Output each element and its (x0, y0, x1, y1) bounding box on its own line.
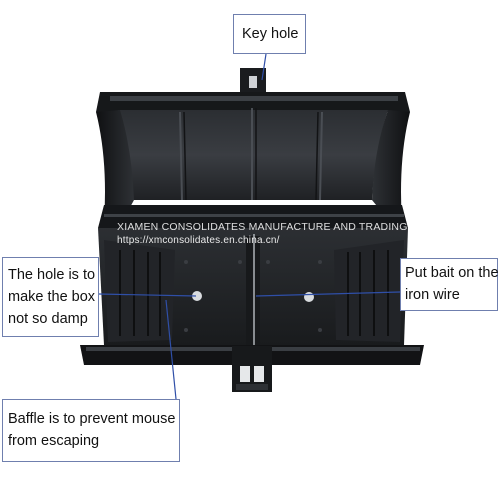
callout-baffle-line-2: from escaping (8, 433, 100, 449)
leader-lines (98, 53, 401, 400)
watermark-url: https://xmconsolidates.en.china.cn/ (117, 235, 280, 246)
callout-key-hole-line: Key hole (242, 26, 299, 42)
right-baffle (334, 240, 404, 342)
left-curved-wall (96, 110, 134, 222)
callout-bait: Put bait on the iron wire (400, 258, 499, 311)
callout-key-hole: Key hole (233, 14, 306, 54)
callout-baffle: Baffle is to prevent mouse from escaping (2, 399, 180, 462)
watermark-company: XIAMEN CONSOLIDATES MANUFACTURE AND TRAD… (117, 221, 456, 233)
drain-hole-left (192, 291, 202, 301)
bottom-latch (232, 346, 272, 392)
center-divider (246, 236, 260, 346)
callout-bait-line-2: iron wire (405, 287, 460, 303)
callout-damp-hole-line-3: not so damp (8, 311, 88, 327)
drain-hole-right (304, 292, 314, 302)
callout-damp-hole-line-1: The hole is to (8, 267, 96, 283)
callout-damp-hole-line-2: make the box (8, 289, 96, 305)
callout-damp-hole: The hole is to make the box not so damp (2, 257, 99, 337)
wall-ribs (179, 108, 323, 201)
callout-bait-line-1: Put bait on the (405, 265, 499, 281)
right-curved-wall (372, 110, 410, 222)
left-baffle (104, 240, 175, 342)
callout-baffle-line-1: Baffle is to prevent mouse (8, 411, 176, 427)
